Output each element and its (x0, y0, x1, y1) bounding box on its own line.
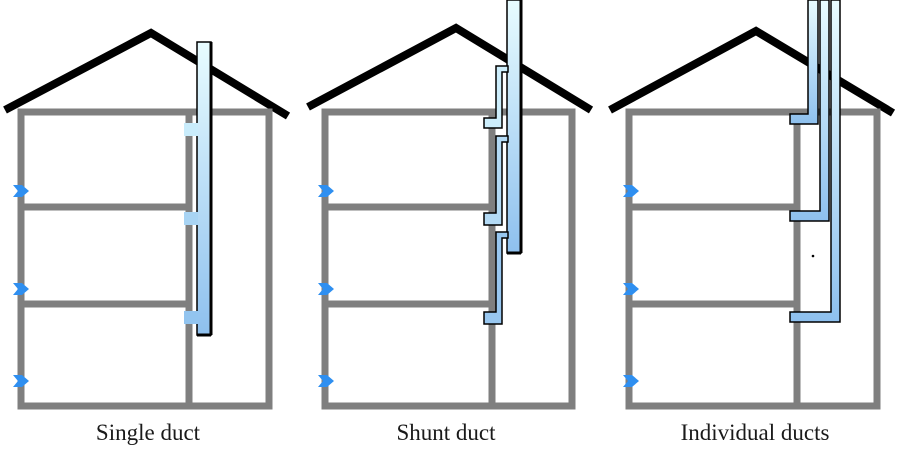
duct-middle-floor (789, 0, 830, 222)
air-inlet-arrow-icon (13, 185, 29, 197)
air-inlet-arrow-icon (623, 375, 639, 387)
air-inlet-arrow-icon (623, 283, 639, 295)
air-inlet-arrow-icon (318, 185, 334, 197)
house-frame (625, 108, 881, 410)
shunt-branch-top (483, 65, 509, 129)
panel-shunt-duct: Shunt duct (306, 0, 594, 445)
air-inlets (13, 185, 29, 387)
duct-branch (184, 311, 198, 324)
caption-single-duct: Single duct (96, 420, 201, 445)
duct-branch (184, 123, 198, 136)
house-frame (17, 108, 273, 410)
air-inlet-arrow-icon (13, 375, 29, 387)
exhaust-duct (184, 41, 213, 337)
caption-individual-ducts: Individual ducts (681, 420, 830, 445)
shunt-branch-middle (483, 135, 509, 226)
air-inlet-arrow-icon (318, 283, 334, 295)
shunt-duct (483, 0, 523, 325)
air-inlets (623, 185, 639, 387)
duct-branch (184, 212, 198, 225)
panel-individual-ducts: Individual ducts (608, 0, 896, 445)
house-frame (321, 108, 576, 410)
roof (608, 26, 896, 117)
individual-ducts (789, 0, 841, 323)
caption-shunt-duct: Shunt duct (396, 420, 496, 445)
duct-top-floor (789, 0, 819, 125)
duct-bottom-floor (789, 0, 841, 323)
air-inlet-arrow-icon (13, 283, 29, 295)
air-inlet-arrow-icon (318, 375, 334, 387)
shunt-branch-bottom (483, 231, 509, 325)
air-inlet-arrow-icon (623, 185, 639, 197)
panel-single-duct: Single duct (3, 28, 291, 445)
roof (306, 23, 594, 114)
roof (3, 28, 291, 120)
air-inlets (318, 185, 334, 387)
